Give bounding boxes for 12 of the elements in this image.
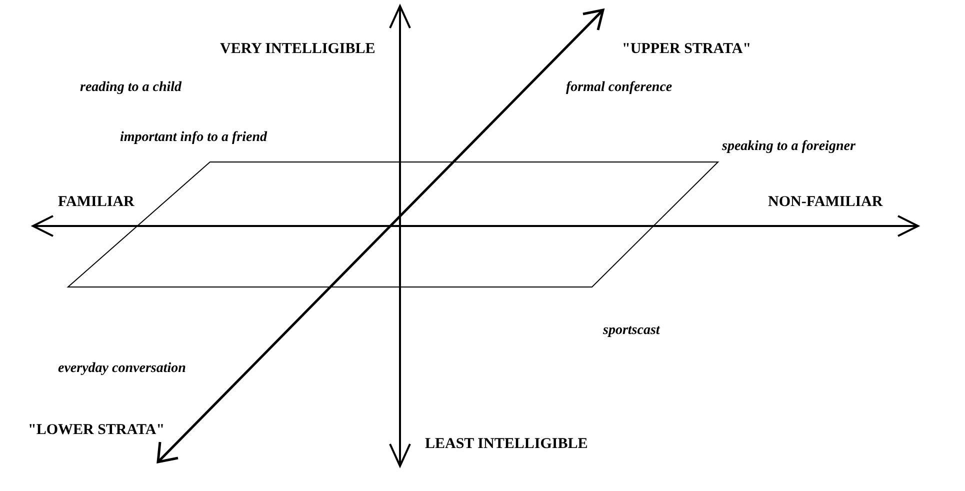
situation-label: sportscast [603, 324, 660, 338]
situation-label: important info to a friend [120, 131, 268, 145]
axis-label: NON-FAMILIAR [768, 195, 883, 210]
situation-label: speaking to a foreigner [722, 140, 856, 154]
axis-label: FAMILIAR [58, 195, 134, 210]
situation-label: everyday conversation [58, 362, 186, 376]
axis-label: VERY INTELLIGIBLE [220, 42, 376, 57]
axis-label: "LOWER STRATA" [28, 423, 165, 438]
situation-label: formal conference [566, 81, 672, 95]
situation-label: reading to a child [80, 81, 182, 95]
axis-label: LEAST INTELLIGIBLE [425, 437, 588, 452]
axis-label: "UPPER STRATA" [622, 42, 752, 57]
